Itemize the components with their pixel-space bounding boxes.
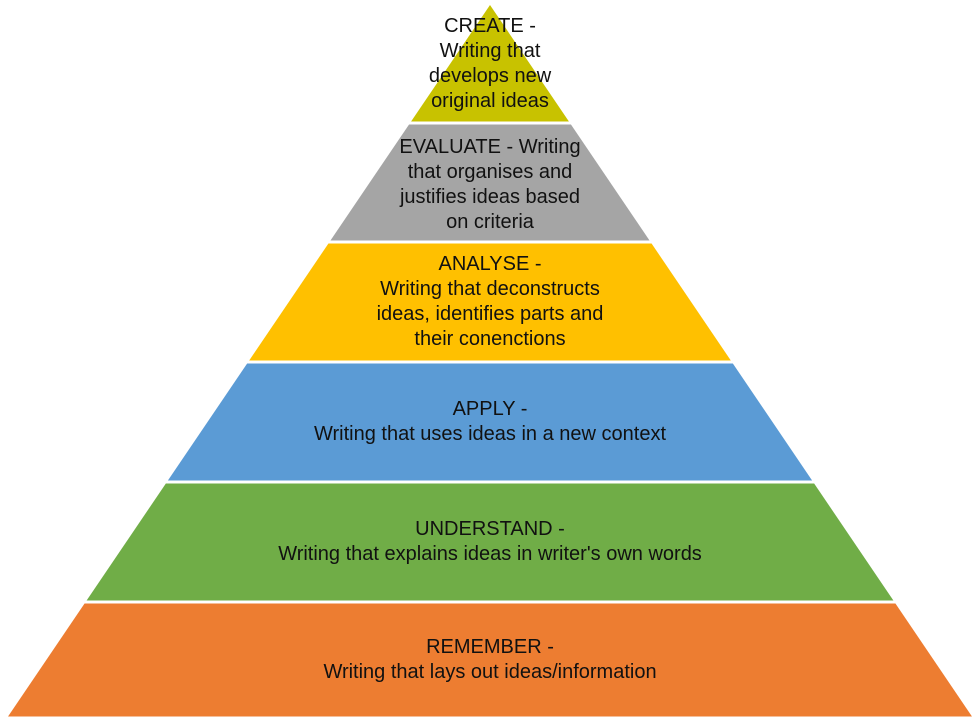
level-title: CREATE -	[444, 15, 536, 37]
level-title: EVALUATE - Writing	[399, 135, 581, 158]
level-create-shape	[411, 5, 569, 122]
level-text: their conenctions	[414, 328, 566, 350]
level-apply-shape	[167, 363, 813, 481]
level-text: on criteria	[446, 210, 534, 233]
level-apply-label: APPLY - Writing that uses ideas in a new…	[0, 397, 980, 447]
level-create-label: CREATE - Writing that develops new origi…	[0, 14, 980, 114]
level-analyse-label: ANALYSE - Writing that deconstructs idea…	[0, 252, 980, 352]
level-text: that organises and	[407, 160, 573, 183]
level-title: APPLY -	[452, 398, 528, 420]
level-text: Writing that uses ideas in a new context	[313, 423, 667, 445]
level-understand-label: UNDERSTAND - Writing that explains ideas…	[0, 517, 980, 567]
level-title: UNDERSTAND -	[415, 518, 565, 540]
level-remember-shape	[8, 603, 972, 717]
level-remember-label: REMEMBER - Writing that lays out ideas/i…	[0, 635, 980, 685]
level-text: original ideas	[431, 90, 549, 112]
level-title: ANALYSE -	[438, 253, 542, 275]
level-analyse-shape	[249, 243, 731, 361]
level-text: Writing that explains ideas in writer's …	[278, 543, 702, 565]
level-evaluate-label: EVALUATE - Writing that organises and ju…	[0, 135, 980, 235]
level-text: develops new	[428, 65, 552, 87]
level-text: Writing that deconstructs	[380, 278, 600, 300]
level-evaluate-shape	[330, 124, 650, 241]
level-title: REMEMBER -	[426, 636, 554, 658]
level-text: justifies ideas based	[399, 185, 581, 208]
level-understand-shape	[86, 483, 894, 601]
level-text: Writing that lays out ideas/information	[323, 661, 657, 683]
level-text: ideas, identifies parts and	[376, 303, 604, 325]
level-text: Writing that	[439, 40, 541, 62]
